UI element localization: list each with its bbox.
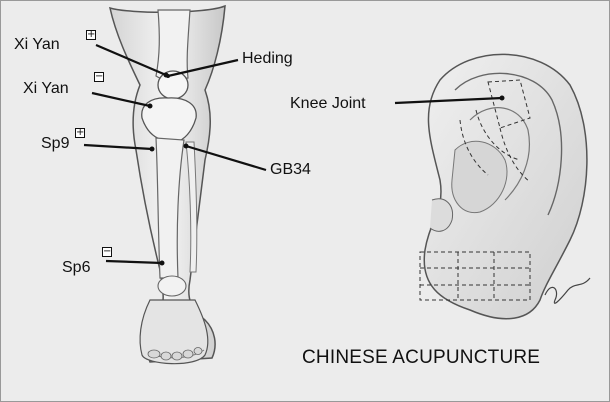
- label-heding: Heding: [242, 50, 293, 68]
- ear-drawing: [420, 54, 590, 318]
- artist-signature: [545, 278, 590, 303]
- plus-sign-icon: +: [75, 128, 85, 138]
- label-sp9: Sp9: [41, 135, 69, 153]
- minus-sign-icon: −: [94, 72, 104, 82]
- label-xi-yan-minus: Xi Yan: [23, 80, 69, 98]
- leg-drawing: [110, 6, 225, 364]
- label-xi-yan-plus: Xi Yan: [14, 36, 60, 54]
- leader-sp6: [106, 261, 162, 263]
- figure-caption: CHINESE ACUPUNCTURE: [302, 347, 540, 369]
- label-knee-joint: Knee Joint: [290, 95, 366, 113]
- label-gb34: GB34: [270, 161, 311, 179]
- femur: [156, 10, 190, 80]
- label-sp6: Sp6: [62, 259, 90, 277]
- plus-sign-icon: +: [86, 30, 96, 40]
- minus-sign-icon: −: [102, 247, 112, 257]
- ear-outline: [424, 54, 587, 318]
